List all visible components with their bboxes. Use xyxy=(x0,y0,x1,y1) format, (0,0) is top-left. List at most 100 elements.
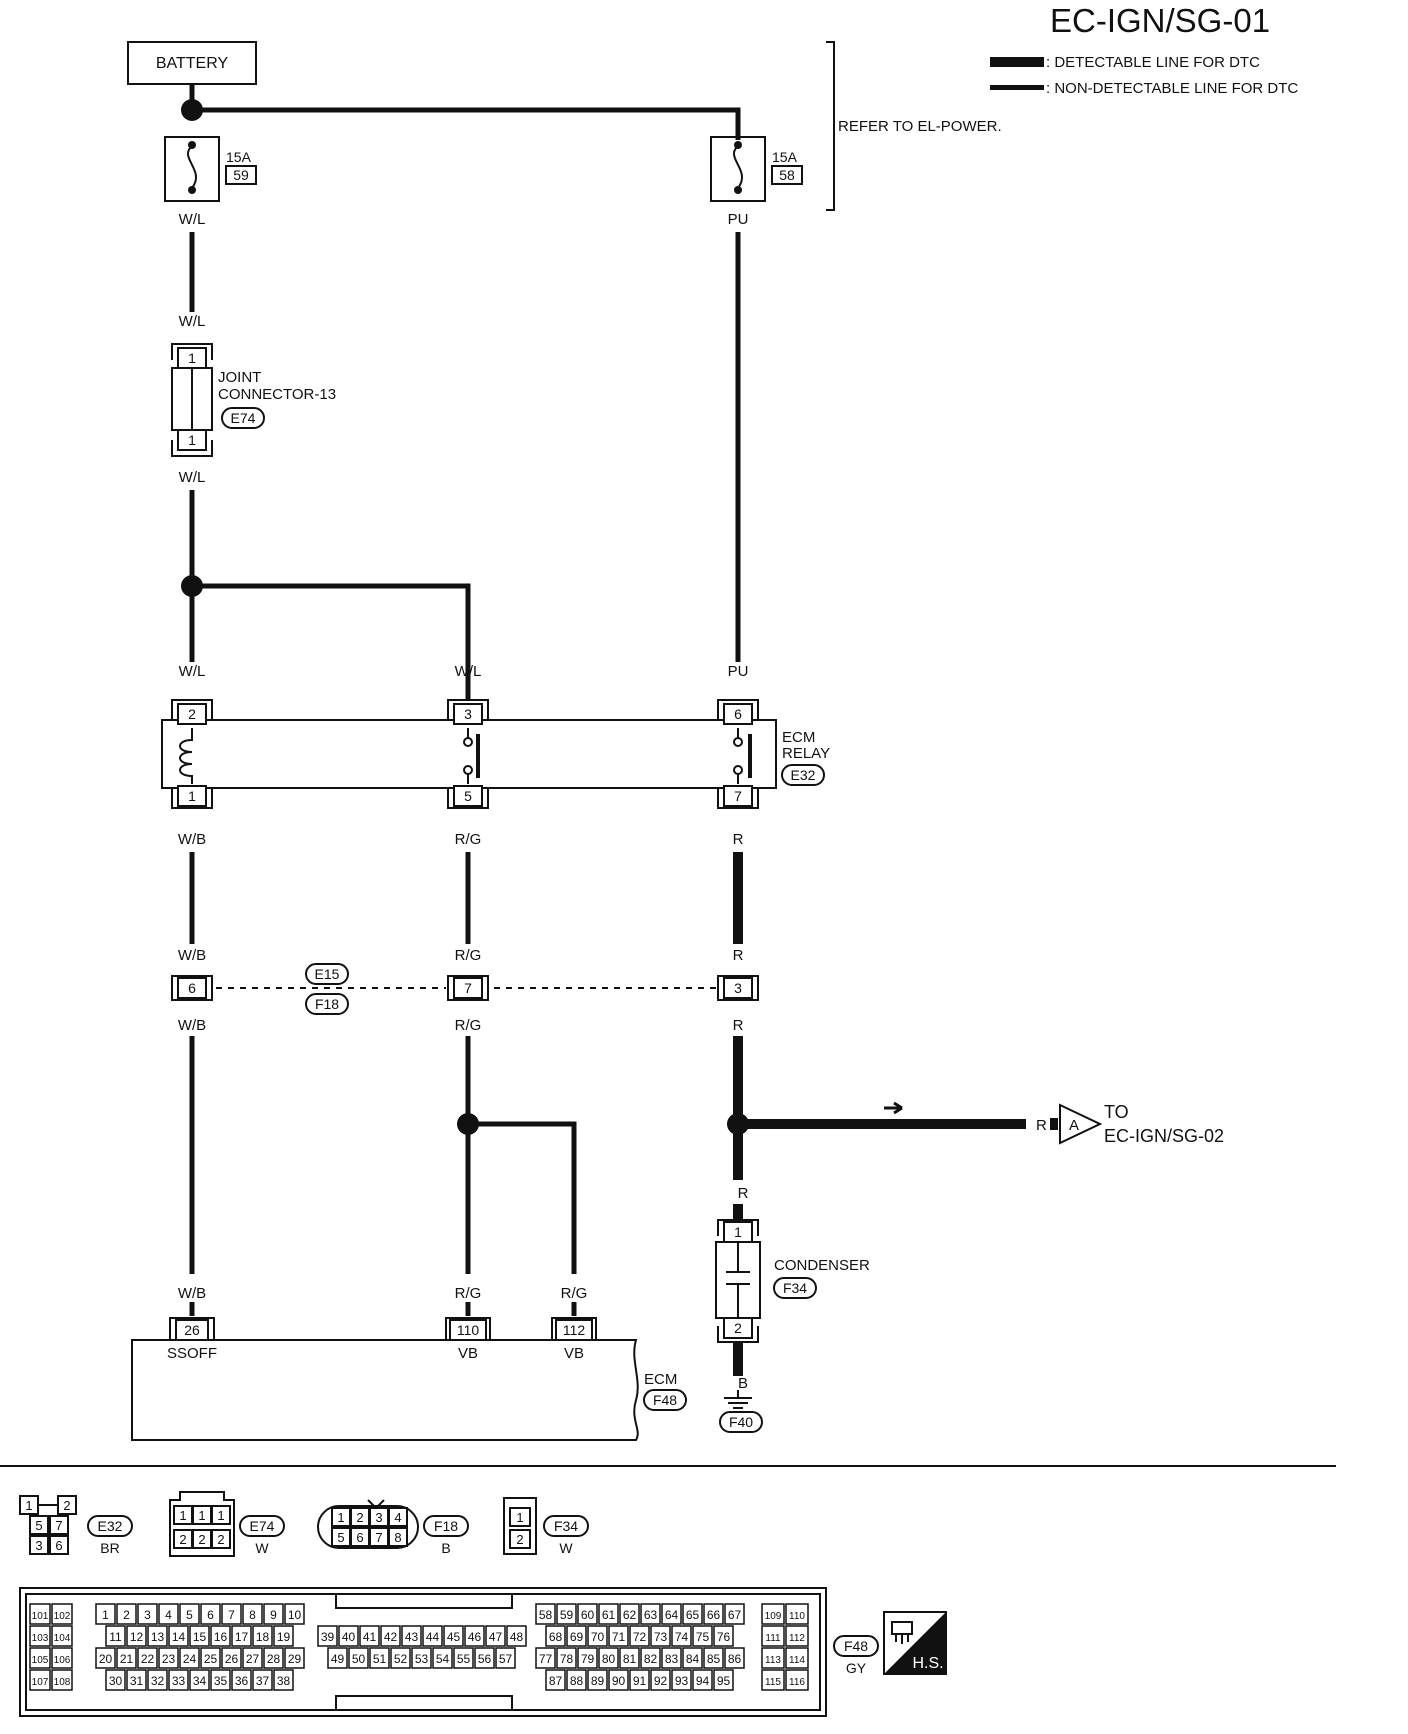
connector-color: BR xyxy=(100,1540,119,1556)
pin-number: 25 xyxy=(204,1652,218,1666)
pin-number: 110 xyxy=(457,1322,480,1338)
pin-cell xyxy=(221,1647,242,1669)
pin-number: 42 xyxy=(384,1630,398,1644)
pin-cell xyxy=(535,1647,556,1669)
pin-cell xyxy=(535,1603,556,1625)
pin-number: 29 xyxy=(288,1652,302,1666)
terminal-name: VB xyxy=(564,1345,584,1362)
connector-id-badge xyxy=(781,764,825,786)
pin-number: 89 xyxy=(591,1674,605,1688)
pin-number: 3 xyxy=(464,706,472,722)
connector-shell xyxy=(317,1505,419,1549)
connector-id-badge xyxy=(87,1515,133,1537)
pin-cell xyxy=(545,1669,566,1691)
pin-number: 46 xyxy=(468,1630,482,1644)
fuse-59: 15A 59 W/L xyxy=(164,136,257,228)
pin-number: 52 xyxy=(394,1652,408,1666)
pin-number: 19 xyxy=(277,1630,291,1644)
key-slot xyxy=(335,1593,513,1609)
fuse-58: 15A 58 PU xyxy=(710,136,803,228)
connector-icon xyxy=(891,1621,913,1644)
pin-cell xyxy=(598,1647,619,1669)
wire-label: B xyxy=(738,1375,748,1392)
pin-number: 116 xyxy=(789,1677,805,1688)
connector-id-badge xyxy=(719,1411,763,1433)
pin-number: 81 xyxy=(623,1652,637,1666)
fuse-element xyxy=(186,145,198,189)
pin-cell xyxy=(51,1647,73,1669)
pin-cell xyxy=(168,1625,189,1647)
pin-number: 8 xyxy=(249,1608,256,1622)
pin-cell xyxy=(577,1647,598,1669)
wire-label: PU xyxy=(728,211,749,228)
pin-cell xyxy=(200,1603,221,1625)
pin-number: 67 xyxy=(728,1608,742,1622)
joint-label-2: CONNECTOR-13 xyxy=(218,386,336,403)
pin-number: 111 xyxy=(765,1633,781,1644)
pin-number: 65 xyxy=(686,1608,700,1622)
connector-face-e32: 1 2 5 7 3 6 E32 BR xyxy=(19,1495,133,1556)
wire-label: R xyxy=(1036,1117,1047,1134)
pin-number: 33 xyxy=(172,1674,186,1688)
pin-box xyxy=(723,977,753,999)
connector-tab xyxy=(717,788,759,809)
pin-cell xyxy=(317,1625,338,1647)
connector-id-bottom: F18 xyxy=(315,996,339,1012)
wire-label: R/G xyxy=(561,1285,588,1302)
pin-number: 110 xyxy=(789,1611,805,1622)
pin-box xyxy=(723,703,753,725)
connector-id-badge xyxy=(833,1635,879,1657)
pin-cell xyxy=(785,1625,809,1647)
connector-color: GY xyxy=(846,1660,867,1676)
refer-label: REFER TO EL-POWER. xyxy=(838,118,1002,135)
pin-cell xyxy=(327,1647,348,1669)
pin-cell xyxy=(761,1669,785,1691)
connector-tab xyxy=(171,699,213,720)
connector-tab xyxy=(717,975,759,1001)
pin-cell xyxy=(29,1669,51,1691)
pin-number: 62 xyxy=(623,1608,637,1622)
pin-number: 59 xyxy=(560,1608,574,1622)
pin-number: 7 xyxy=(55,1518,62,1533)
pin-number: 22 xyxy=(141,1652,155,1666)
pin-cell xyxy=(137,1647,158,1669)
pin-cell xyxy=(359,1625,380,1647)
pin-number: 18 xyxy=(256,1630,270,1644)
pin-cell xyxy=(263,1647,284,1669)
pin-cell xyxy=(671,1669,692,1691)
connector-tab xyxy=(445,1317,491,1340)
connector-tab xyxy=(447,975,489,1001)
pin-number: 1 xyxy=(25,1498,32,1513)
wire-label: W/B xyxy=(178,947,206,964)
connector-color: W xyxy=(559,1540,573,1556)
pin-box xyxy=(177,703,207,725)
pin-number: 3 xyxy=(734,980,742,996)
pin-cell xyxy=(95,1603,116,1625)
pin-cell xyxy=(242,1603,263,1625)
connector-shell xyxy=(169,1491,235,1557)
pin-cell xyxy=(506,1625,527,1647)
arrow-letter: A xyxy=(1069,1117,1079,1134)
pin-cell xyxy=(390,1647,411,1669)
wire-label: W/L xyxy=(179,313,206,330)
pin-number: 105 xyxy=(32,1655,49,1666)
pin-cell xyxy=(158,1647,179,1669)
legend-non-detectable: : NON-DETECTABLE LINE FOR DTC xyxy=(1046,80,1298,97)
pin-cell xyxy=(629,1669,650,1691)
pin-number: 68 xyxy=(549,1630,563,1644)
connector-id-badge xyxy=(543,1515,589,1537)
pin-number: 101 xyxy=(32,1611,49,1622)
pin-number: 51 xyxy=(373,1652,387,1666)
pin-cell xyxy=(724,1603,745,1625)
connector-shell-outer xyxy=(19,1587,827,1717)
pin-cell xyxy=(231,1669,252,1691)
contact xyxy=(733,765,743,775)
ecm-label: ECM xyxy=(644,1371,677,1388)
connector-id-badge xyxy=(305,963,349,985)
pin-number: 108 xyxy=(54,1677,71,1688)
pin-number: 55 xyxy=(457,1652,471,1666)
pin-number: 5 xyxy=(337,1530,344,1545)
pin-box xyxy=(453,977,483,999)
